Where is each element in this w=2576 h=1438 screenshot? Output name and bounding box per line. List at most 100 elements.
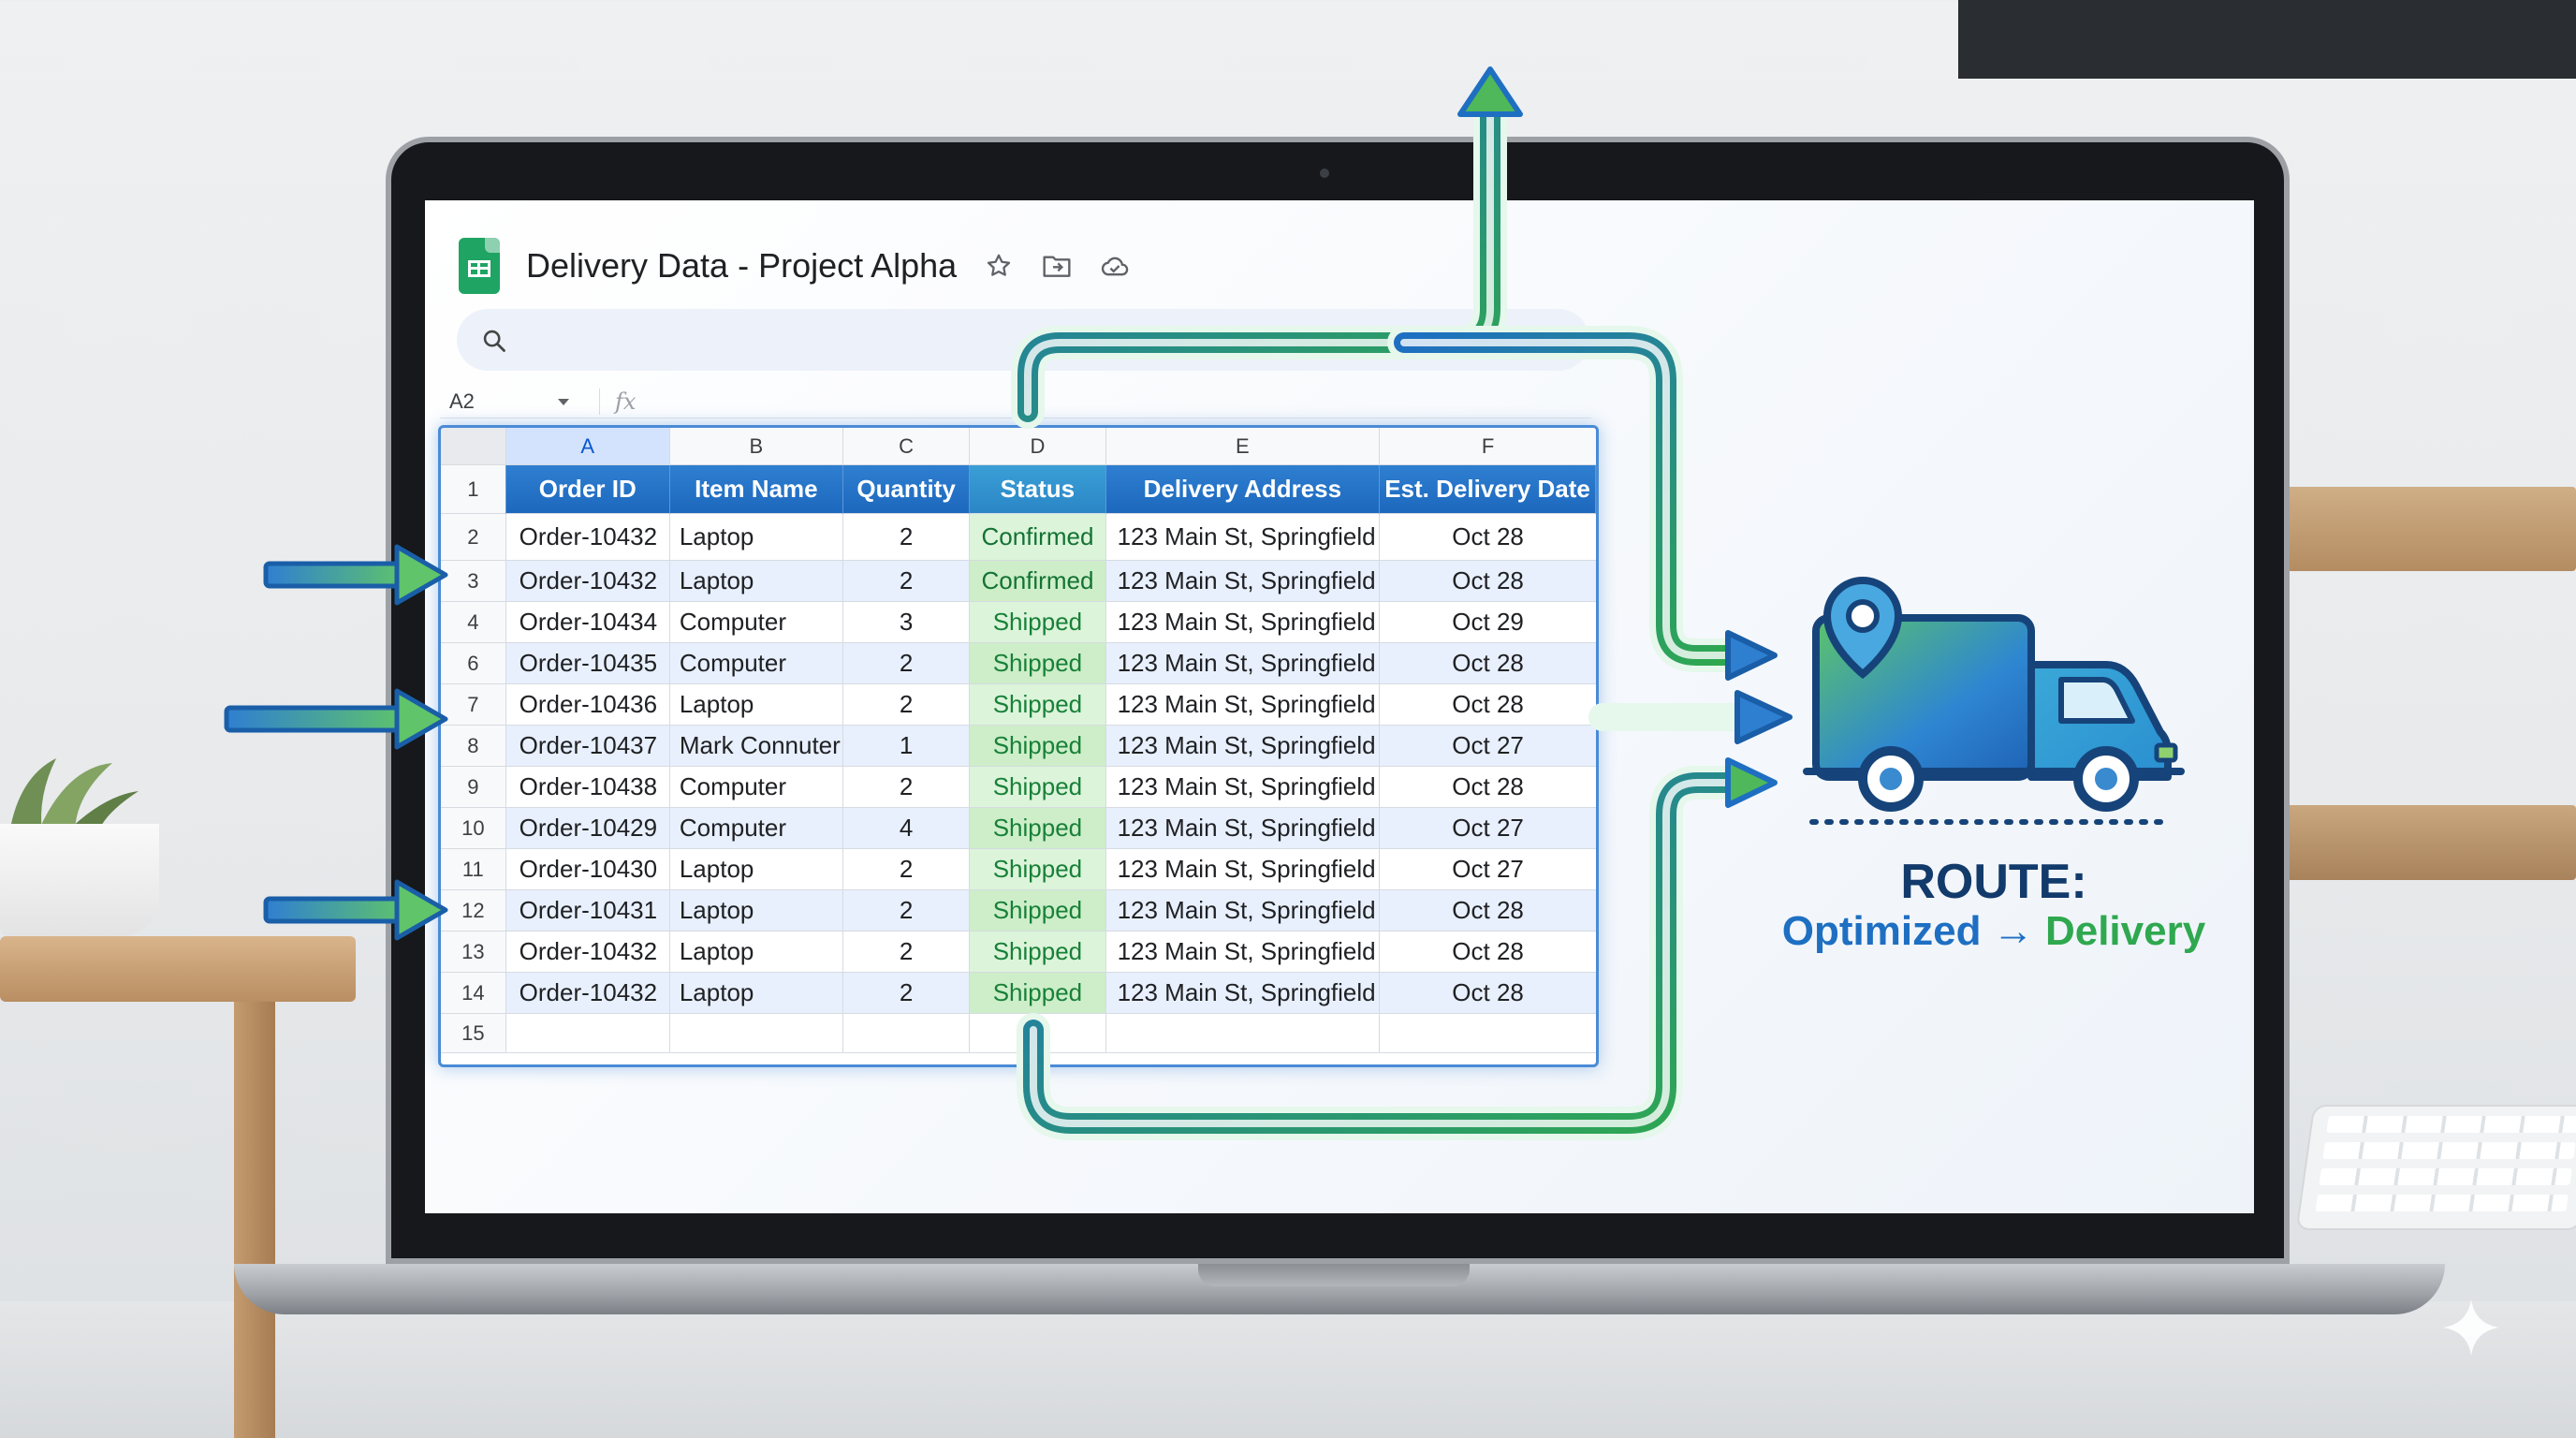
cell-delivery-address[interactable]: 123 Main St, Springfield	[1105, 561, 1381, 602]
search-icon[interactable]	[481, 328, 507, 354]
cell-est-delivery-date[interactable]: Oct 28	[1380, 514, 1596, 561]
cell-item-name[interactable]: Laptop	[669, 890, 843, 932]
cell-order-id[interactable]: Order-10438	[505, 767, 670, 808]
cell-status[interactable]: Shipped	[970, 602, 1106, 643]
cell-item-name[interactable]: Laptop	[669, 973, 843, 1014]
document-title[interactable]: Delivery Data - Project Alpha	[526, 246, 958, 285]
cell-quantity[interactable]: 2	[842, 514, 971, 561]
cell-delivery-address[interactable]: 123 Main St, Springfield	[1105, 849, 1381, 890]
search-bar[interactable]	[457, 309, 1589, 371]
table-cell[interactable]	[669, 1014, 843, 1053]
cell-est-delivery-date[interactable]: Oct 28	[1380, 973, 1596, 1014]
cell-order-id[interactable]: Order-10435	[505, 643, 670, 684]
cell-order-id[interactable]: Order-10432	[505, 932, 670, 973]
row-number[interactable]: 12	[441, 890, 506, 932]
star-icon[interactable]	[983, 250, 1015, 282]
sheets-logo-icon[interactable]	[459, 238, 500, 294]
header-cell-status[interactable]: Status	[970, 465, 1106, 514]
row-number[interactable]: 3	[441, 561, 506, 602]
column-header-e[interactable]: E	[1105, 428, 1381, 465]
cell-order-id[interactable]: Order-10432	[505, 561, 670, 602]
cell-quantity[interactable]: 2	[842, 684, 971, 726]
cell-order-id[interactable]: Order-10437	[505, 726, 670, 767]
cell-item-name[interactable]: Computer	[669, 767, 843, 808]
row-number[interactable]: 4	[441, 602, 506, 643]
cell-item-name[interactable]: Computer	[669, 808, 843, 849]
cell-status[interactable]: Shipped	[970, 973, 1106, 1014]
cell-item-name[interactable]: Laptop	[669, 561, 843, 602]
column-header-b[interactable]: B	[669, 428, 843, 465]
cell-status[interactable]: Confirmed	[970, 561, 1106, 602]
row-number[interactable]: 1	[441, 465, 506, 514]
cell-item-name[interactable]: Laptop	[669, 932, 843, 973]
cell-order-id[interactable]: Order-10434	[505, 602, 670, 643]
cell-item-name[interactable]: Mark Connuter	[669, 726, 843, 767]
cloud-status-icon[interactable]	[1099, 250, 1131, 282]
cell-order-id[interactable]: Order-10429	[505, 808, 670, 849]
header-cell-order-id[interactable]: Order ID	[505, 465, 670, 514]
cell-delivery-address[interactable]: 123 Main St, Springfield	[1105, 932, 1381, 973]
cell-item-name[interactable]: Laptop	[669, 514, 843, 561]
cell-delivery-address[interactable]: 123 Main St, Springfield	[1105, 973, 1381, 1014]
cell-status[interactable]: Shipped	[970, 684, 1106, 726]
cell-item-name[interactable]: Laptop	[669, 849, 843, 890]
cell-quantity[interactable]: 2	[842, 890, 971, 932]
row-number[interactable]: 9	[441, 767, 506, 808]
cell-status[interactable]: Shipped	[970, 890, 1106, 932]
cell-item-name[interactable]: Computer	[669, 602, 843, 643]
cell-item-name[interactable]: Computer	[669, 643, 843, 684]
row-number[interactable]: 8	[441, 726, 506, 767]
cell-quantity[interactable]: 2	[842, 561, 971, 602]
cell-order-id[interactable]: Order-10432	[505, 973, 670, 1014]
cell-est-delivery-date[interactable]: Oct 28	[1380, 932, 1596, 973]
cell-delivery-address[interactable]: 123 Main St, Springfield	[1105, 890, 1381, 932]
cell-delivery-address[interactable]: 123 Main St, Springfield	[1105, 514, 1381, 561]
cell-est-delivery-date[interactable]: Oct 28	[1380, 643, 1596, 684]
row-number[interactable]: 14	[441, 973, 506, 1014]
table-cell[interactable]	[1105, 1014, 1381, 1053]
select-all-corner[interactable]	[441, 428, 506, 465]
cell-status[interactable]: Shipped	[970, 808, 1106, 849]
row-number[interactable]: 13	[441, 932, 506, 973]
cell-status[interactable]: Shipped	[970, 767, 1106, 808]
cell-delivery-address[interactable]: 123 Main St, Springfield	[1105, 643, 1381, 684]
move-folder-icon[interactable]	[1041, 250, 1073, 282]
table-cell[interactable]	[842, 1014, 971, 1053]
cell-est-delivery-date[interactable]: Oct 28	[1380, 890, 1596, 932]
column-header-a[interactable]: A	[505, 428, 670, 465]
cell-quantity[interactable]: 3	[842, 602, 971, 643]
cell-quantity[interactable]: 4	[842, 808, 971, 849]
row-number[interactable]: 2	[441, 514, 506, 561]
row-number[interactable]: 11	[441, 849, 506, 890]
cell-status[interactable]: Shipped	[970, 643, 1106, 684]
row-number[interactable]: 15	[441, 1014, 506, 1053]
row-number[interactable]: 6	[441, 643, 506, 684]
cell-quantity[interactable]: 2	[842, 767, 971, 808]
table-cell[interactable]	[970, 1014, 1106, 1053]
cell-delivery-address[interactable]: 123 Main St, Springfield	[1105, 808, 1381, 849]
cell-delivery-address[interactable]: 123 Main St, Springfield	[1105, 602, 1381, 643]
cell-status[interactable]: Confirmed	[970, 514, 1106, 561]
cell-delivery-address[interactable]: 123 Main St, Springfield	[1105, 684, 1381, 726]
column-header-d[interactable]: D	[970, 428, 1106, 465]
header-cell-est-delivery-date[interactable]: Est. Delivery Date	[1380, 465, 1596, 514]
cell-status[interactable]: Shipped	[970, 932, 1106, 973]
cell-est-delivery-date[interactable]: Oct 29	[1380, 602, 1596, 643]
row-number[interactable]: 10	[441, 808, 506, 849]
cell-item-name[interactable]: Laptop	[669, 684, 843, 726]
cell-est-delivery-date[interactable]: Oct 28	[1380, 561, 1596, 602]
cell-status[interactable]: Shipped	[970, 726, 1106, 767]
cell-est-delivery-date[interactable]: Oct 27	[1380, 849, 1596, 890]
header-cell-quantity[interactable]: Quantity	[842, 465, 971, 514]
cell-quantity[interactable]: 2	[842, 973, 971, 1014]
cell-order-id[interactable]: Order-10432	[505, 514, 670, 561]
cell-est-delivery-date[interactable]: Oct 27	[1380, 808, 1596, 849]
cell-quantity[interactable]: 1	[842, 726, 971, 767]
cell-quantity[interactable]: 2	[842, 849, 971, 890]
cell-status[interactable]: Shipped	[970, 849, 1106, 890]
cell-est-delivery-date[interactable]: Oct 28	[1380, 767, 1596, 808]
chevron-down-icon[interactable]	[558, 399, 569, 405]
name-box[interactable]: A2	[440, 389, 580, 414]
header-cell-item-name[interactable]: Item Name	[669, 465, 843, 514]
cell-order-id[interactable]: Order-10436	[505, 684, 670, 726]
